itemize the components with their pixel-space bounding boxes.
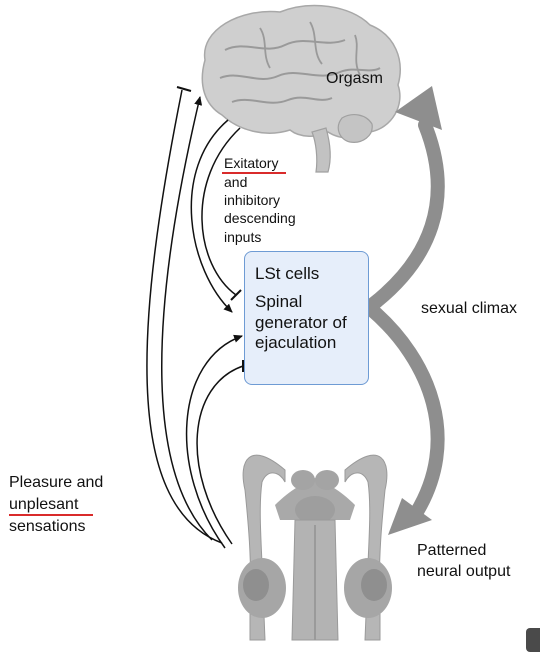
corner-tab bbox=[526, 628, 540, 652]
organ-illustration bbox=[238, 455, 392, 640]
output-line-2: neural output bbox=[417, 563, 510, 581]
output-line-1: Patterned bbox=[417, 542, 486, 560]
unplesant-underline bbox=[9, 514, 93, 516]
descending-label: descending bbox=[224, 210, 296, 226]
sensations-line-2: unplesant bbox=[9, 496, 78, 514]
inputs-label: inputs bbox=[224, 229, 261, 245]
ascending-thin-arrows bbox=[147, 87, 222, 543]
and-label: and bbox=[224, 174, 247, 190]
orgasm-label: Orgasm bbox=[326, 70, 383, 88]
sensory-input-arrows bbox=[187, 336, 243, 548]
box-line-2: generator of bbox=[255, 313, 358, 333]
brain-illustration bbox=[202, 6, 400, 172]
box-line-1: Spinal bbox=[255, 292, 358, 312]
exitatory-label: Exitatory bbox=[224, 155, 278, 171]
sexual-climax-label: sexual climax bbox=[421, 300, 517, 318]
spinal-generator-box: LSt cells Spinal generator of ejaculatio… bbox=[244, 251, 369, 385]
box-title: LSt cells bbox=[255, 264, 358, 284]
sensations-line-3: sensations bbox=[9, 518, 86, 536]
sensations-line-1: Pleasure and bbox=[9, 474, 103, 492]
inhibitory-label: inhibitory bbox=[224, 192, 280, 208]
box-line-3: ejaculation bbox=[255, 333, 358, 353]
